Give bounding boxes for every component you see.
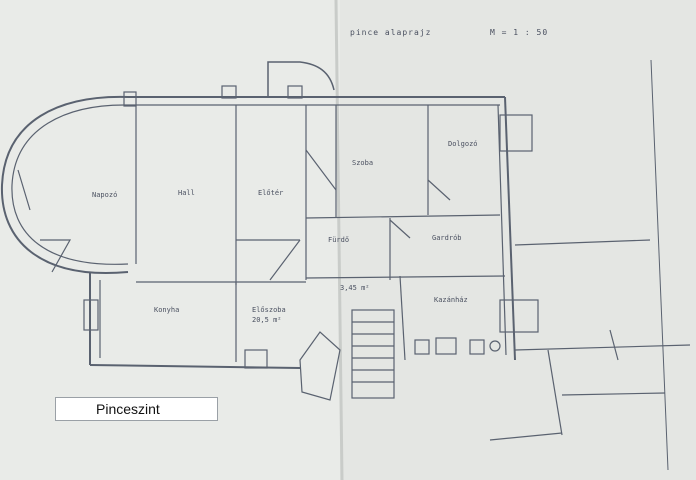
room-label-furdo: Fürdő [328,235,349,244]
walls [0,59,691,471]
room-label-napozo: Napozó [92,191,117,199]
paper-right-half [340,0,696,480]
room-label-eloszoba: Előszoba [252,305,286,314]
drawing-scale: M = 1 : 50 [490,28,548,37]
room-label-dolgozo: Dolgozó [448,140,478,148]
room-label-fszoba: Szoba [352,159,373,167]
room-label-gardrob: Gardrób [432,234,462,242]
caption-label: Pinceszint [55,397,218,421]
area-annotation-2: 20,5 m² [252,316,282,324]
room-label-hall: Hall [178,189,195,197]
room-label-kazan: Kazánház [434,296,468,304]
area-annotation-1: 3,45 m² [340,284,370,292]
drawing-title: pince alaprajz [350,28,431,37]
paper-fold [334,0,344,480]
room-label-konyha: Konyha [154,306,179,314]
room-label-elo: Előtér [258,188,283,197]
